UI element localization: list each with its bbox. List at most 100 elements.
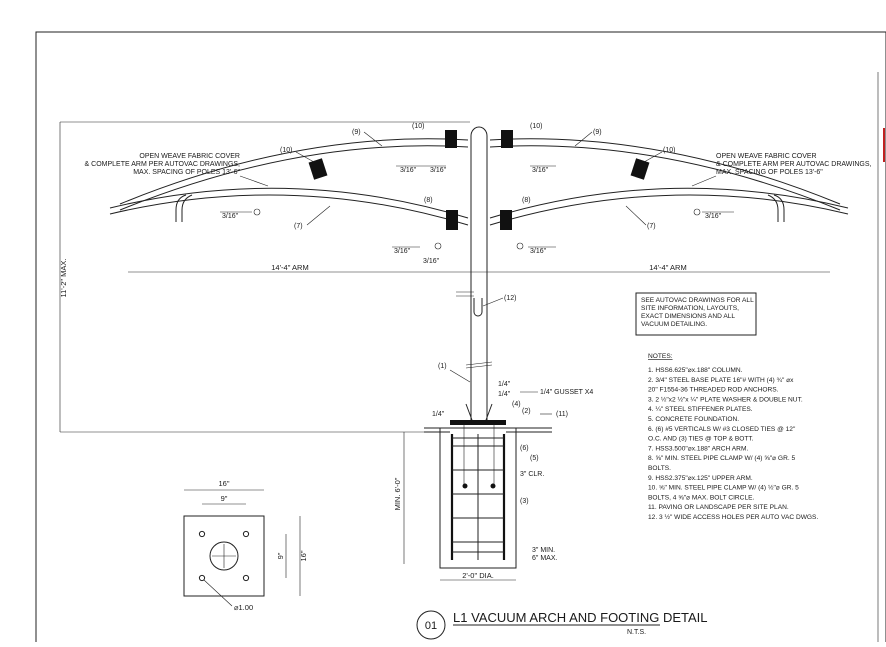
arm-left-label: 14'-4" ARM bbox=[271, 263, 308, 272]
plate-16-top: 16" bbox=[218, 479, 229, 488]
min-depth-label: MIN. 6'-0" bbox=[393, 477, 402, 510]
weld-circle-d bbox=[253, 208, 261, 216]
clamp-mid-left bbox=[308, 158, 328, 180]
weld-316-e: 3/16" bbox=[705, 213, 722, 220]
upper-arms bbox=[119, 138, 841, 211]
cover-right-line2: & COMPLETE ARM PER AUTOVAC DRAWINGS, bbox=[716, 161, 872, 168]
notes-list: 1. HSS6.625"⌀x.188" COLUMN. 2. 3/4" STEEL… bbox=[648, 367, 818, 521]
note-line: 9. HSS2.375"⌀x.125" UPPER ARM. bbox=[648, 475, 753, 482]
gusset-label: 1/4" GUSSET X4 bbox=[540, 389, 593, 396]
note-line: 4. ¼" STEEL STIFFENER PLATES. bbox=[648, 406, 753, 413]
autovac-line3: EXACT DIMENSIONS AND ALL bbox=[641, 313, 735, 320]
note-line: 8. ⅝" MIN. STEEL PIPE CLAMP W/ (4) ⅝"⌀ G… bbox=[648, 455, 795, 462]
note-line: 7. HSS3.500"⌀x.188" ARCH ARM. bbox=[648, 445, 748, 452]
autovac-line1: SEE AUTOVAC DRAWINGS FOR ALL bbox=[641, 297, 754, 304]
column bbox=[465, 126, 493, 420]
access-hole bbox=[456, 291, 483, 317]
note-line: 10. ⅝" MIN. STEEL PIPE CLAMP W/ (4) ½"⌀ … bbox=[648, 484, 799, 492]
leader-9-right bbox=[574, 131, 593, 147]
cover-left-line2: & COMPLETE ARM PER AUTOVAC DRAWINGS, bbox=[85, 161, 241, 168]
note-line: 1. HSS6.625"⌀x.188" COLUMN. bbox=[648, 367, 743, 374]
note-line: 6. (6) #5 VERTICALS W/ #3 CLOSED TIES @ … bbox=[648, 426, 796, 433]
note-line: O.C. AND (3) TIES @ TOP & BOTT. bbox=[648, 436, 754, 443]
clamp-upper-left bbox=[445, 130, 457, 148]
quarter-a: 1/4" bbox=[498, 381, 511, 388]
callout-3: (3) bbox=[520, 498, 529, 505]
autovac-line2: SITE INFORMATION, LAYOUTS, bbox=[641, 305, 739, 312]
detail-title: L1 VACUUM ARCH AND FOOTING DETAIL bbox=[453, 610, 708, 625]
cover-left-line3: MAX. SPACING OF POLES 13'-6" bbox=[133, 169, 240, 176]
arch-arms bbox=[109, 187, 849, 226]
detail-number: 01 bbox=[425, 620, 437, 632]
hole-dia-label: ⌀1.00 bbox=[234, 603, 253, 612]
note-line: 20" F1554-36 THREADED ROD ANCHORS. bbox=[648, 387, 779, 394]
weld-circle-f bbox=[434, 242, 442, 250]
callout-10-top-right: (10) bbox=[530, 123, 542, 130]
weld-circle-h bbox=[516, 242, 524, 250]
plate-9-top: 9" bbox=[221, 494, 228, 503]
min-label: 3" MIN. bbox=[532, 547, 555, 554]
grade-line bbox=[424, 427, 552, 433]
callout-10-mid-right: (10) bbox=[663, 147, 675, 154]
note-line: 12. 3 ½" WIDE ACCESS HOLES PER AUTO VAC … bbox=[648, 513, 818, 521]
notes-title: NOTES: bbox=[648, 353, 673, 360]
note-line: BOLTS. bbox=[648, 465, 671, 472]
note-line: 2. 3/4" STEEL BASE PLATE 16"# WITH (4) ¾… bbox=[648, 377, 794, 384]
clamp-lower-left bbox=[446, 210, 458, 230]
cover-left-line1: OPEN WEAVE FABRIC COVER bbox=[139, 153, 240, 160]
pipe-clamps bbox=[308, 130, 650, 230]
weld-316-h: 3/16" bbox=[530, 248, 547, 255]
callout-9-left: (9) bbox=[352, 129, 361, 136]
height-max-label: 11'-2" MAX. bbox=[59, 259, 68, 298]
note-line: 11. PAVING OR LANDSCAPE PER SITE PLAN. bbox=[648, 504, 789, 511]
leader-10-mid-left bbox=[295, 151, 315, 163]
callout-8-left: (8) bbox=[424, 197, 433, 204]
sheet-border bbox=[35, 31, 886, 645]
note-line: BOLTS, 4 ⅝"⌀ MAX. BOLT CIRCLE. bbox=[648, 494, 755, 501]
clr-label: 3" CLR. bbox=[520, 471, 544, 478]
weld-316-d: 3/16" bbox=[222, 213, 239, 220]
callout-4: (4) bbox=[512, 401, 521, 408]
clamp-lower-right bbox=[500, 210, 512, 230]
callout-7-left: (7) bbox=[294, 223, 303, 230]
callout-2: (2) bbox=[522, 408, 531, 415]
plate-9-side: 9" bbox=[276, 552, 285, 559]
cover-left-leader bbox=[239, 175, 269, 187]
clamp-mid-right bbox=[630, 158, 650, 180]
callout-6: (6) bbox=[520, 445, 529, 452]
weld-316-c: 3/16" bbox=[532, 167, 549, 174]
cover-right-line3: MAX. SPACING OF POLES 13'-6" bbox=[716, 169, 823, 176]
quarter-b: 1/4" bbox=[498, 391, 511, 398]
weld-316-f: 3/16" bbox=[394, 248, 411, 255]
quarter-c: 1/4" bbox=[432, 411, 445, 418]
leader-7-left bbox=[306, 205, 331, 226]
callout-9-right: (9) bbox=[593, 129, 602, 136]
callout-5: (5) bbox=[530, 455, 539, 462]
weld-circle-e bbox=[693, 208, 701, 216]
callout-10-top-left: (10) bbox=[412, 123, 424, 130]
foundation bbox=[439, 424, 517, 569]
callout-11: (11) bbox=[556, 411, 568, 418]
base-plate bbox=[450, 403, 506, 425]
callout-10-mid-left: (10) bbox=[280, 147, 292, 154]
callout-8-right: (8) bbox=[522, 197, 531, 204]
max-label: 6" MAX. bbox=[532, 555, 557, 562]
cover-right-leader bbox=[691, 175, 717, 187]
arm-right-label: 14'-4" ARM bbox=[649, 263, 686, 272]
leader-1 bbox=[449, 369, 471, 383]
callout-1: (1) bbox=[438, 363, 447, 370]
note-line: 5. CONCRETE FOUNDATION. bbox=[648, 416, 739, 423]
callout-12: (12) bbox=[504, 295, 516, 302]
leader-7-right bbox=[625, 205, 647, 226]
leader-12 bbox=[482, 297, 504, 307]
autovac-box bbox=[635, 292, 757, 336]
weld-316-b: 3/16" bbox=[430, 167, 447, 174]
note-line: 3. 2 ½"x2 ½"x ¼" PLATE WASHER & DOUBLE N… bbox=[648, 395, 803, 403]
plate-16-side: 16" bbox=[299, 550, 308, 561]
detail-number-bubble bbox=[416, 610, 446, 640]
weld-316-g: 3/16" bbox=[423, 258, 440, 265]
callout-7-right: (7) bbox=[647, 223, 656, 230]
base-plate-plan bbox=[183, 489, 301, 607]
weld-316-a: 3/16" bbox=[400, 167, 417, 174]
